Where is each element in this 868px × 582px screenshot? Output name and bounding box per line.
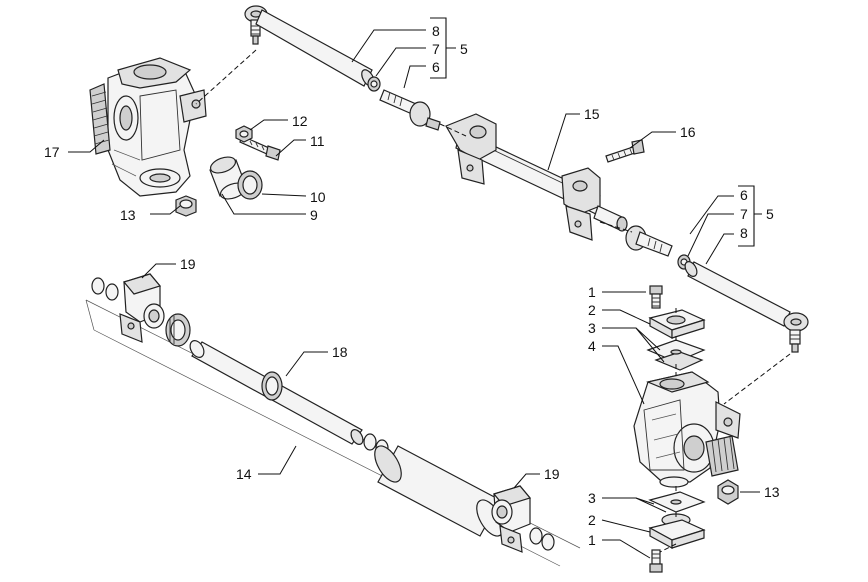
cap-plate-part-2-top (648, 309, 706, 340)
callout-13-right: 13 (764, 484, 780, 500)
bushing-part-9 (209, 156, 247, 200)
callout-19-bottom: 19 (544, 466, 560, 482)
bolt-part-11 (239, 135, 281, 161)
callout-6-right: 6 (740, 187, 748, 203)
callout-6-top: 6 (432, 59, 440, 75)
o-rings-right (529, 527, 555, 551)
callout-4: 4 (588, 338, 596, 354)
callout-3-top: 3 (588, 320, 596, 336)
callout-7-top: 7 (432, 41, 440, 57)
steering-knuckle-left (89, 57, 207, 197)
callout-18: 18 (332, 344, 348, 360)
callout-14: 14 (236, 466, 252, 482)
callout-2-bottom: 2 (588, 512, 596, 528)
leader-lines (68, 17, 762, 559)
bearing-block-part-19-top (119, 273, 165, 343)
tie-rod-tube-part-8-top (255, 9, 375, 87)
sleeve-tube (374, 445, 504, 537)
seal-ring-left (165, 313, 191, 347)
callout-12: 12 (292, 113, 308, 129)
nut-part-13-right (717, 479, 739, 505)
callout-1-top: 1 (588, 284, 596, 300)
callout-8-right: 8 (740, 225, 748, 241)
nut-part-7-right (677, 254, 691, 270)
shaft-part-18 (189, 340, 364, 445)
cap-plate-part-2-bottom (648, 513, 706, 550)
callout-labels: 8 7 6 5 15 16 12 11 10 9 17 13 6 7 8 5 1… (44, 23, 780, 548)
callout-13-left: 13 (120, 207, 136, 223)
tie-rod-end-right (783, 312, 809, 353)
bolt-part-1-top (649, 285, 663, 309)
callout-19-top: 19 (180, 256, 196, 272)
callout-7-right: 7 (740, 206, 748, 222)
callout-17: 17 (44, 144, 60, 160)
ball-joint-part-6-top (379, 89, 441, 131)
nut-part-13-left (175, 195, 197, 217)
bolt-part-16 (605, 139, 645, 163)
steering-knuckle-part-4 (633, 371, 741, 488)
callout-10: 10 (310, 189, 326, 205)
callout-9: 9 (310, 207, 318, 223)
nut-part-7-top (367, 76, 381, 92)
o-rings-left (91, 277, 119, 301)
nut-part-12 (235, 125, 253, 143)
callout-5-right: 5 (766, 206, 774, 222)
callout-11: 11 (310, 133, 325, 149)
callout-8-top: 8 (432, 23, 440, 39)
callout-15: 15 (584, 106, 600, 122)
callout-3-bottom: 3 (588, 490, 596, 506)
shim-part-3-top (646, 339, 706, 371)
callout-1-bottom: 1 (588, 532, 596, 548)
ball-joint-part-6-right (625, 225, 673, 257)
tie-rod-tube-part-8-right (684, 261, 791, 327)
axle-beam-part-15 (445, 113, 628, 241)
assembly-lines (195, 49, 791, 553)
callout-5-top: 5 (460, 41, 468, 57)
shim-part-3-bottom (648, 491, 706, 513)
callout-2-top: 2 (588, 302, 596, 318)
callout-16: 16 (680, 124, 696, 140)
bolt-part-1-bottom (649, 549, 663, 573)
bearing-block-part-19-bottom (491, 485, 532, 553)
seal-part-10 (237, 170, 263, 200)
